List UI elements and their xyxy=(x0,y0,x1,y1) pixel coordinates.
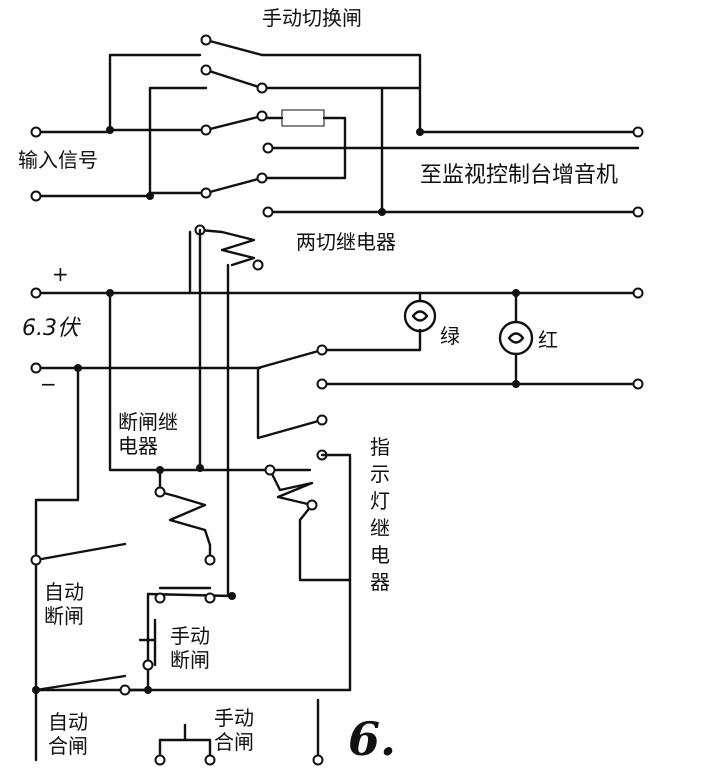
indicator-relay-coil xyxy=(268,468,314,522)
terminal xyxy=(30,190,42,202)
terminal xyxy=(316,378,328,390)
indicator-switch-upper xyxy=(256,348,324,370)
terminal xyxy=(632,287,644,299)
terminal xyxy=(200,187,212,199)
terminal xyxy=(154,592,166,604)
red-label: 红 xyxy=(538,328,558,352)
wire-green xyxy=(320,328,422,352)
junction xyxy=(106,289,114,297)
manual-switch-blade-1 xyxy=(204,38,264,57)
terminal xyxy=(256,172,268,184)
dual-switch-relay-label: 两切继电器 xyxy=(296,230,396,254)
breaker-and-indicator-relays xyxy=(154,453,352,692)
to-console-label: 至监视控制台增音机 xyxy=(420,163,619,188)
green-lamp xyxy=(403,299,437,333)
junction xyxy=(146,192,154,200)
dual-switch-relay xyxy=(188,224,264,598)
terminal xyxy=(632,206,644,218)
plus-label: + xyxy=(52,262,69,286)
terminal xyxy=(204,554,216,566)
manual-switch-blade-3 xyxy=(204,114,264,132)
junction xyxy=(32,686,40,694)
figure-number: 6. xyxy=(348,712,397,766)
auto-break-switch xyxy=(34,542,127,562)
indicator-switch-lower xyxy=(256,366,324,440)
junction xyxy=(416,128,424,136)
input-signal-label: 输入信号 xyxy=(18,148,98,172)
terminal xyxy=(316,344,328,356)
manual-switch-label: 手动切换闸 xyxy=(262,6,362,30)
junction xyxy=(228,592,236,600)
power-bus xyxy=(30,287,644,472)
terminal xyxy=(632,378,644,390)
red-lamp-filament xyxy=(507,332,525,344)
manual-break-label: 手动 断闸 xyxy=(170,624,210,672)
terminal xyxy=(264,464,276,476)
terminal xyxy=(154,754,166,766)
signal-switch-section xyxy=(30,34,644,218)
voltage-label: 6.3伏 xyxy=(22,316,79,341)
terminal xyxy=(30,287,42,299)
terminal xyxy=(316,414,328,426)
wire-indicator-down xyxy=(298,518,352,692)
terminal xyxy=(200,34,212,46)
manual-close-label: 手动 合闸 xyxy=(214,706,254,754)
relay-coil-top xyxy=(198,228,256,267)
junction xyxy=(144,686,152,694)
terminal xyxy=(200,64,212,76)
terminal xyxy=(204,592,216,604)
terminal xyxy=(312,754,324,766)
indicator-relay-label: 指示灯继电器 xyxy=(370,435,390,594)
terminal xyxy=(306,499,318,511)
control-switches xyxy=(30,366,352,766)
terminal xyxy=(30,362,42,374)
terminal xyxy=(200,124,212,136)
junction xyxy=(378,208,386,216)
terminal xyxy=(30,126,42,138)
terminal xyxy=(256,82,268,94)
red-lamp xyxy=(498,320,534,356)
terminal xyxy=(256,110,268,122)
auto-close-switch xyxy=(34,674,127,692)
terminal xyxy=(262,206,274,218)
wire-left-rail xyxy=(34,366,80,692)
auto-break-label: 自动 断闸 xyxy=(44,580,84,628)
junction xyxy=(512,289,520,297)
breaker-relay-label: 断闸继 电器 xyxy=(118,410,178,458)
terminal xyxy=(154,486,166,498)
junction xyxy=(512,380,520,388)
terminal xyxy=(119,684,131,696)
resistor xyxy=(281,109,325,127)
terminal xyxy=(142,659,154,671)
auto-close-label: 自动 合闸 xyxy=(48,710,88,758)
terminal xyxy=(204,754,216,766)
junction xyxy=(156,466,164,474)
junction xyxy=(196,464,204,472)
wire-input-2 xyxy=(34,86,208,198)
breaker-relay-coil xyxy=(158,468,212,562)
manual-switch-blade-2 xyxy=(204,68,264,90)
terminal xyxy=(632,126,644,138)
junction xyxy=(106,126,114,134)
terminal xyxy=(30,554,42,566)
terminal xyxy=(262,142,274,154)
manual-switch-blade-4 xyxy=(204,176,264,195)
wire-breaker-feed xyxy=(108,291,312,472)
wire-input-1 xyxy=(34,53,202,134)
green-lamp-filament xyxy=(411,310,429,322)
wire-output-1 xyxy=(260,53,640,134)
minus-label: − xyxy=(40,372,57,396)
green-label: 绿 xyxy=(440,324,460,348)
wire-indicator-side xyxy=(320,453,352,582)
terminal xyxy=(252,259,264,271)
